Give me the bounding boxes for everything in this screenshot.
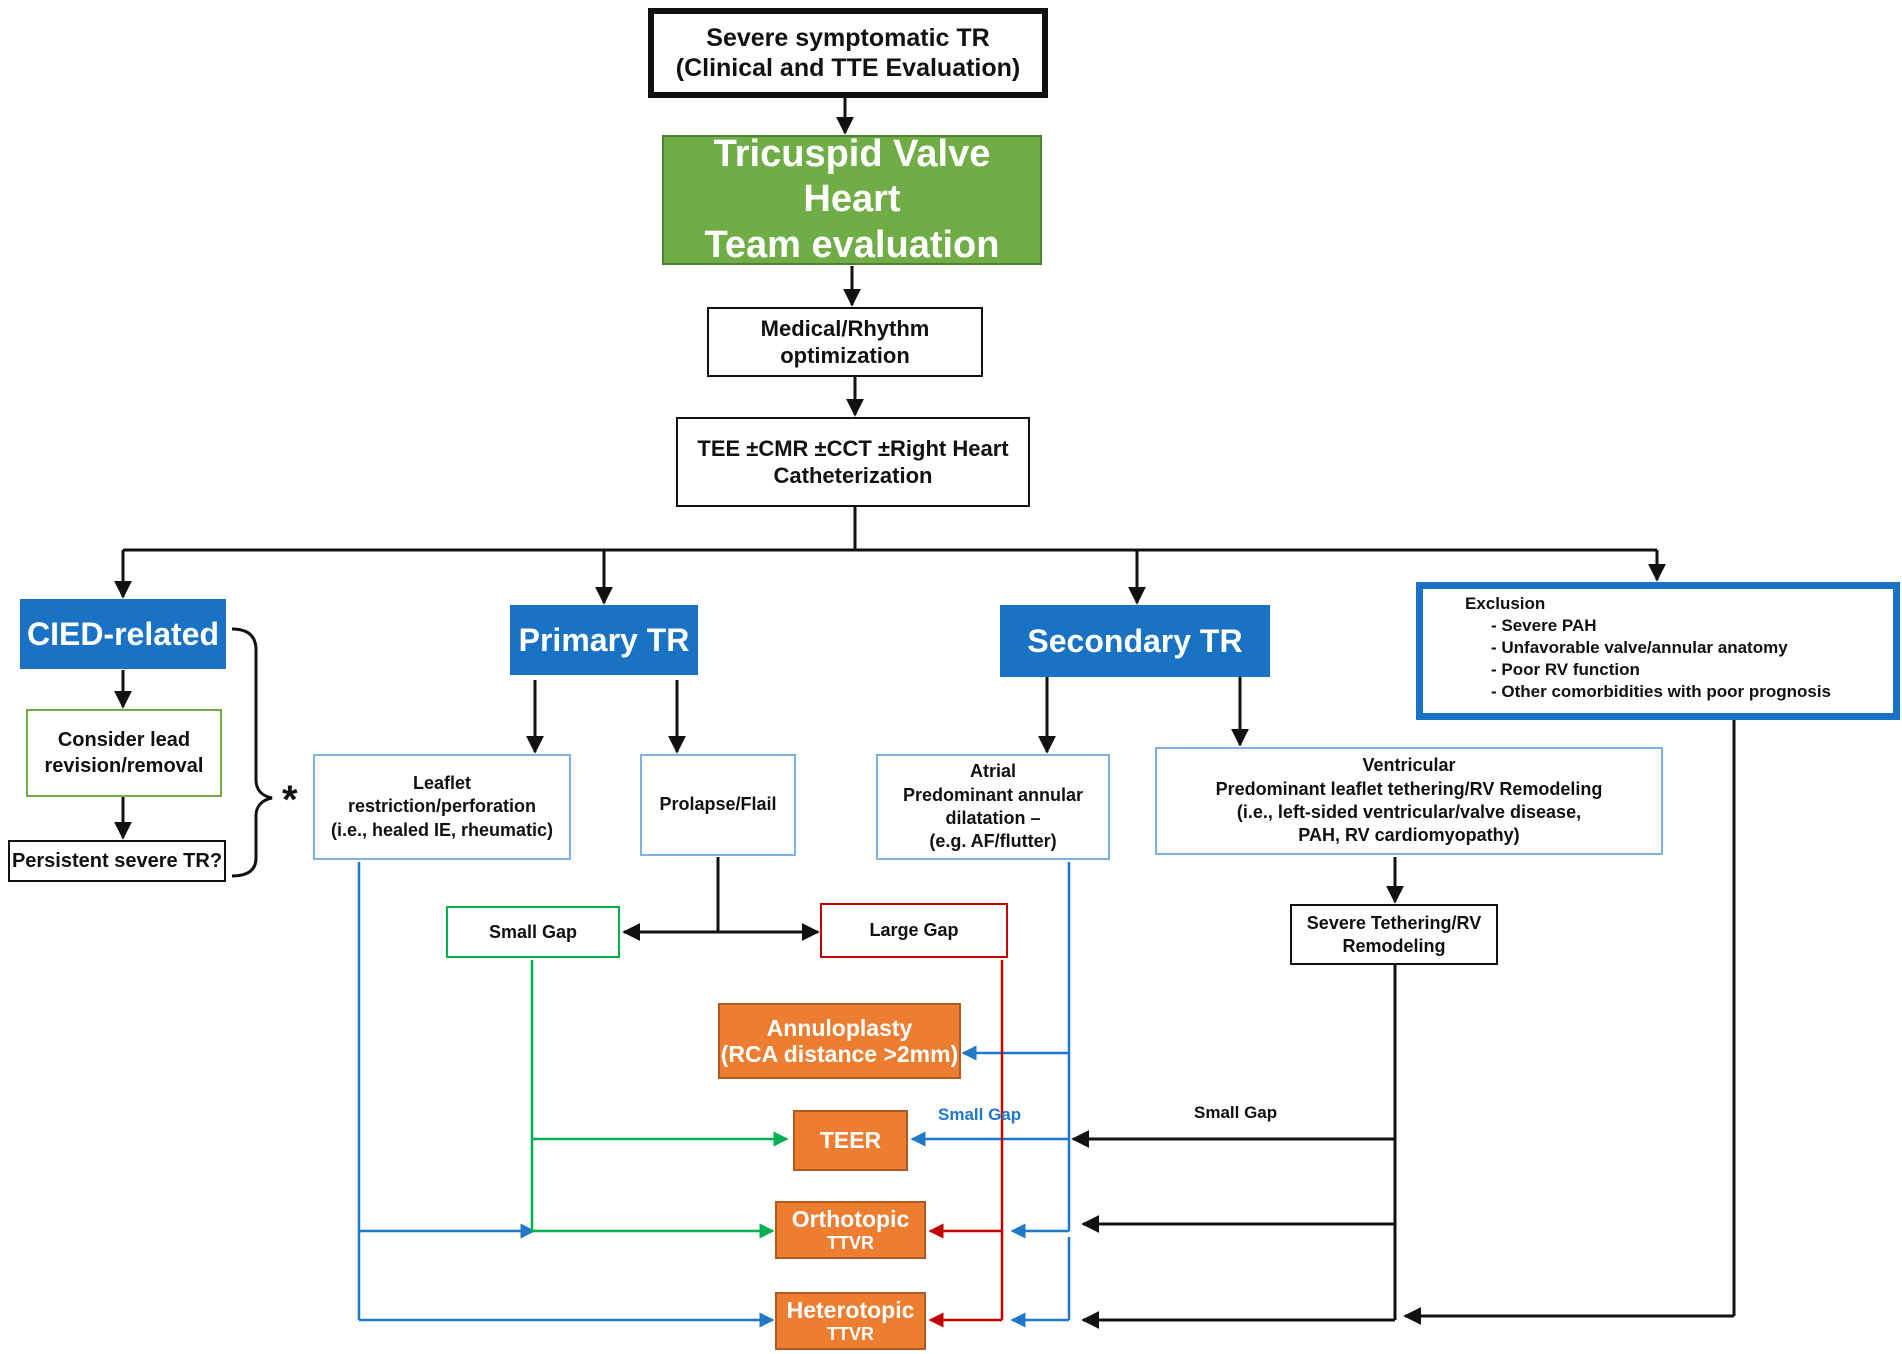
teer-node: TEER: [793, 1110, 908, 1171]
annuloplasty-line-1: Annuloplasty: [766, 1014, 913, 1041]
ventricular-line-4: PAH, RV cardiomyopathy): [1298, 825, 1520, 846]
large-gap-label: Large Gap: [869, 920, 959, 940]
start-node: Severe symptomatic TR (Clinical and TTE …: [648, 8, 1048, 98]
atrial-line-4: (e.g. AF/flutter): [929, 831, 1057, 852]
start-node-line-1: Severe symptomatic TR: [706, 24, 990, 52]
orthotopic-ttvr-node: Orthotopic TTVR: [775, 1201, 926, 1259]
annuloplasty-node: Annuloplasty (RCA distance >2mm): [718, 1003, 961, 1079]
leaflet-restriction-node: Leaflet restriction/perforation (i.e., h…: [313, 754, 571, 860]
persistent-tr-label: Persistent severe TR?: [11, 849, 223, 872]
medical-line-2: optimization: [780, 343, 910, 368]
atrial-line-3: dilatation –: [945, 808, 1041, 828]
exclusion-item-comorbidities: - Other comorbidities with poor prognosi…: [1491, 682, 1832, 702]
cied-related-label: CIED-related: [26, 615, 220, 652]
lead-revision-node: Consider lead revision/removal: [26, 709, 222, 797]
small-gap-node: Small Gap: [446, 906, 620, 958]
heterotopic-title: Heterotopic: [786, 1297, 915, 1324]
leaflet-line-3: (i.e., healed IE, rheumatic): [330, 819, 554, 840]
exclusion-title: Exclusion: [1465, 594, 1546, 613]
team-evaluation-line-2: Team evaluation: [704, 223, 1000, 266]
teer-label: TEER: [819, 1127, 882, 1154]
atrial-line-2: Predominant annular: [902, 784, 1084, 805]
start-node-line-2: (Clinical and TTE Evaluation): [675, 54, 1021, 82]
edge-label-small-gap-black: Small Gap: [1194, 1103, 1278, 1122]
heterotopic-ttvr-node: Heterotopic TTVR: [775, 1292, 926, 1350]
prolapse-flail-node: Prolapse/Flail: [640, 754, 796, 856]
medical-line-1: Medical/Rhythm: [760, 315, 930, 341]
edge-label-small-gap-blue: Small Gap: [938, 1105, 1022, 1124]
annuloplasty-line-2: (RCA distance >2mm): [720, 1041, 959, 1067]
ventricular-line-3: (i.e., left-sided ventricular/valve dise…: [1236, 802, 1582, 822]
imaging-node: TEE ±CMR ±CCT ±Right Heart Catheterizati…: [676, 417, 1030, 507]
secondary-tr-node: Secondary TR: [1000, 605, 1270, 677]
small-gap-label: Small Gap: [488, 921, 578, 942]
primary-tr-label: Primary TR: [518, 621, 690, 658]
atrial-node: Atrial Predominant annular dilatation – …: [876, 754, 1110, 860]
team-evaluation-node: Tricuspid Valve Heart Team evaluation: [662, 132, 1042, 266]
large-gap-node: Large Gap: [820, 903, 1008, 958]
severe-tethering-node: Severe Tethering/RV Remodeling: [1290, 904, 1498, 965]
leaflet-line-1: Leaflet: [412, 772, 472, 793]
exclusion-item-anatomy: - Unfavorable valve/annular anatomy: [1491, 638, 1788, 658]
medical-optimization-node: Medical/Rhythm optimization: [707, 307, 983, 377]
heterotopic-sub: TTVR: [827, 1323, 874, 1344]
persistent-tr-node: Persistent severe TR?: [8, 840, 226, 882]
ventricular-node: Ventricular Predominant leaflet tetherin…: [1155, 747, 1663, 855]
lead-line-1: Consider lead: [57, 729, 191, 751]
primary-tr-node: Primary TR: [510, 605, 698, 675]
exclusion-item-severe-pah: - Severe PAH: [1491, 616, 1597, 636]
imaging-line-2: Catheterization: [773, 463, 933, 488]
leaflet-line-2: restriction/perforation: [347, 796, 537, 817]
orthotopic-title: Orthotopic: [791, 1206, 910, 1233]
prolapse-flail-label: Prolapse/Flail: [659, 794, 777, 815]
imaging-line-1: TEE ±CMR ±CCT ±Right Heart: [697, 435, 1009, 461]
severe-tethering-line-1: Severe Tethering/RV: [1306, 913, 1482, 933]
atrial-line-1: Atrial: [969, 761, 1016, 782]
exclusion-item-rv-function: - Poor RV function: [1491, 660, 1640, 680]
orthotopic-sub: TTVR: [827, 1232, 874, 1253]
ventricular-line-2: Predominant leaflet tethering/RV Remodel…: [1215, 778, 1603, 799]
secondary-tr-label: Secondary TR: [1027, 622, 1243, 659]
asterisk-annotation: *: [282, 778, 298, 822]
severe-tethering-line-2: Remodeling: [1342, 935, 1446, 956]
exclusion-node: Exclusion - Severe PAH - Unfavorable val…: [1416, 582, 1900, 720]
lead-line-2: revision/removal: [44, 755, 204, 777]
cied-bracket: [231, 627, 273, 878]
team-evaluation-line-1: Tricuspid Valve Heart: [713, 132, 991, 221]
cied-related-node: CIED-related: [20, 599, 226, 669]
ventricular-line-1: Ventricular: [1362, 755, 1456, 776]
